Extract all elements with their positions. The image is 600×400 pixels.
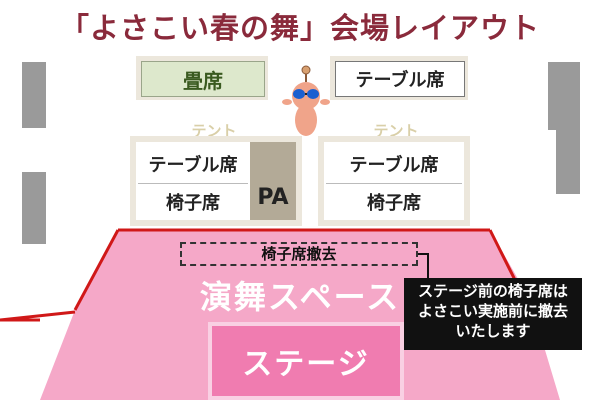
left-block-top: [22, 62, 46, 128]
stage-label: ステージ: [242, 347, 370, 382]
table-seat-top-frame: テーブル席: [330, 56, 468, 100]
chair-seat-right-label: 椅子席: [367, 192, 421, 214]
chair-seat-right: 椅子席: [326, 185, 462, 218]
table-seat-right: テーブル席: [326, 144, 462, 184]
table-seat-left: テーブル席: [138, 144, 248, 184]
table-seat-top: テーブル席: [335, 61, 465, 97]
notice-line-2: よさこい実施前に撤去: [417, 302, 568, 320]
table-seat-left-label: テーブル席: [148, 154, 238, 176]
chair-seat-left: 椅子席: [138, 185, 248, 218]
table-seat-right-label: テーブル席: [349, 154, 439, 176]
notice-line-1: ステージ前の椅子席は: [418, 282, 568, 300]
right-block-bottom: [556, 130, 580, 194]
tent-label-right: テント: [373, 122, 419, 140]
notice-box: ステージ前の椅子席は よさこい実施前に撤去 いたします: [404, 278, 582, 350]
tent-label-left: テント: [191, 122, 237, 140]
tatami-seat-label: 畳席: [183, 68, 223, 93]
pa-label: PA: [257, 185, 289, 210]
performance-space-label: 演舞スペース: [199, 278, 401, 316]
tent-right: テーブル席 椅子席: [318, 136, 470, 226]
notice-line-3: いたします: [455, 322, 531, 340]
chair-removal-area: 椅子席撤去: [180, 242, 418, 266]
chair-removal-label: 椅子席撤去: [261, 245, 337, 263]
page-title: 「よさこい春の舞」会場レイアウト: [59, 11, 540, 45]
chair-seat-left-label: 椅子席: [166, 192, 220, 214]
right-block-top: [548, 62, 580, 130]
mascot-icon: [282, 65, 330, 136]
tatami-seat: 畳席: [141, 61, 265, 97]
left-block-bottom: [22, 172, 46, 244]
stage: ステージ: [208, 322, 404, 400]
tatami-seat-frame: 畳席: [136, 56, 268, 100]
pa-area: PA: [250, 142, 296, 220]
table-seat-top-label: テーブル席: [355, 70, 445, 91]
tent-left: テーブル席 椅子席 PA: [130, 136, 302, 226]
callout-line: [418, 253, 429, 278]
